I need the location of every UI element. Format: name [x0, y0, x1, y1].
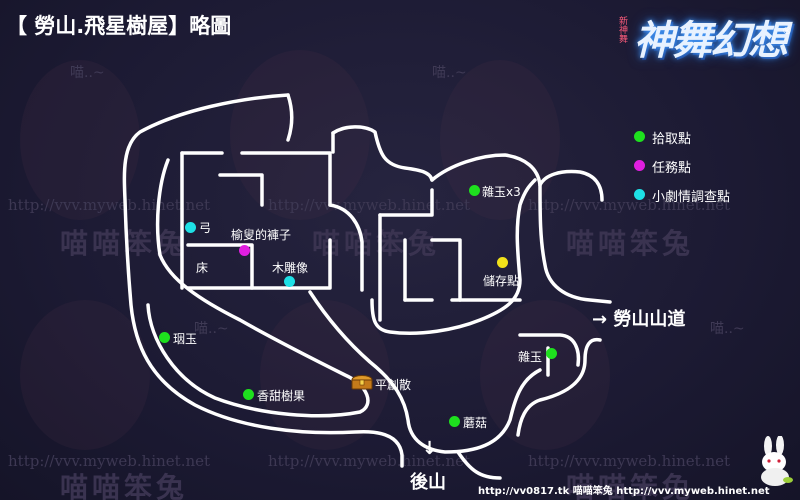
shanjade-label: 珚玉	[173, 332, 198, 346]
jade-label: 雜玉	[518, 350, 543, 364]
arrow-down-icon: ↓	[422, 438, 438, 459]
watermark-cat: 喵喵笨兔	[566, 471, 695, 500]
legend-swatch-magenta	[634, 160, 645, 171]
bunny-ghost-shape	[480, 300, 610, 450]
watermark-url: http://vvv.myweb.hinet.net	[268, 196, 471, 214]
jade3-label: 雜玉x3	[482, 185, 521, 199]
watermark-cat: 喵喵笨兔	[312, 227, 441, 260]
mushroom-label: 蘑菇	[463, 416, 488, 430]
shanjade-marker[interactable]	[159, 332, 170, 343]
exit-mountain-road[interactable]: → 勞山山道	[592, 305, 685, 331]
arrow-right-icon: →	[592, 309, 608, 330]
statue-label: 木雕像	[272, 261, 309, 275]
bunny-ghost-shape	[20, 60, 140, 220]
legend-label: 小劇情調查點	[652, 190, 731, 205]
exit-mountain-road-label: 勞山山道	[613, 309, 686, 330]
watermark-url: http://vvv.myweb.hinet.net	[528, 196, 731, 214]
save-point-marker[interactable]	[497, 257, 508, 268]
fruit-marker[interactable]	[243, 389, 254, 400]
bunny-ghost-shape	[20, 300, 150, 450]
watermark-meow: 喵..~	[70, 65, 105, 81]
footer-credit: http://vv0817.tk 喵喵笨兔 http://vvv.myweb.h…	[478, 486, 770, 497]
watermark-url: http://vvv.myweb.hinet.net	[528, 452, 731, 470]
bed-label: 床	[196, 261, 209, 275]
pants-marker[interactable]	[239, 245, 250, 256]
bow-marker[interactable]	[185, 222, 196, 233]
page-title: 【 勞山.飛星樹屋】略圖	[6, 14, 232, 38]
bunny-mascot-icon	[761, 436, 793, 486]
statue-marker[interactable]	[284, 276, 295, 287]
exit-back-mountain[interactable]: 後山	[410, 472, 446, 493]
watermark-meow: 喵..~	[710, 321, 745, 337]
logo-subtitle: 新神舞	[617, 16, 627, 43]
watermark-cat: 喵喵笨兔	[60, 471, 189, 500]
bow-label: 弓	[199, 221, 212, 235]
save-point-label: 儲存點	[483, 274, 520, 288]
pants-label: 榆叟的褲子	[231, 228, 292, 242]
game-logo: 新神舞 神舞幻想 ®	[616, 4, 796, 70]
watermark-cat: 喵喵笨兔	[60, 227, 189, 260]
watermark-cat: 喵喵笨兔	[566, 227, 695, 260]
legend-label: 任務點	[652, 161, 692, 176]
chest-label: 平創散	[375, 378, 412, 392]
treasure-chest-icon[interactable]	[351, 373, 373, 390]
legend-swatch-cyan	[634, 189, 645, 200]
watermark-meow: 喵..~	[432, 65, 467, 81]
jade-marker[interactable]	[546, 348, 557, 359]
fruit-label: 香甜樹果	[257, 389, 306, 403]
mushroom-marker[interactable]	[449, 416, 460, 427]
bunny-ghost-shape	[230, 50, 370, 220]
watermark-url: http://vvv.myweb.hinet.net	[268, 452, 471, 470]
legend-label: 拾取點	[652, 132, 692, 147]
watermark-url: http://vvv.myweb.hinet.net	[8, 452, 211, 470]
logo-text: 神舞幻想	[634, 17, 788, 64]
watermark-meow: 喵..~	[194, 321, 229, 337]
logo-registered-mark: ®	[782, 26, 792, 37]
legend-swatch-green	[634, 131, 645, 142]
jade3-marker[interactable]	[469, 185, 480, 196]
bunny-ghost-shape	[260, 300, 390, 450]
